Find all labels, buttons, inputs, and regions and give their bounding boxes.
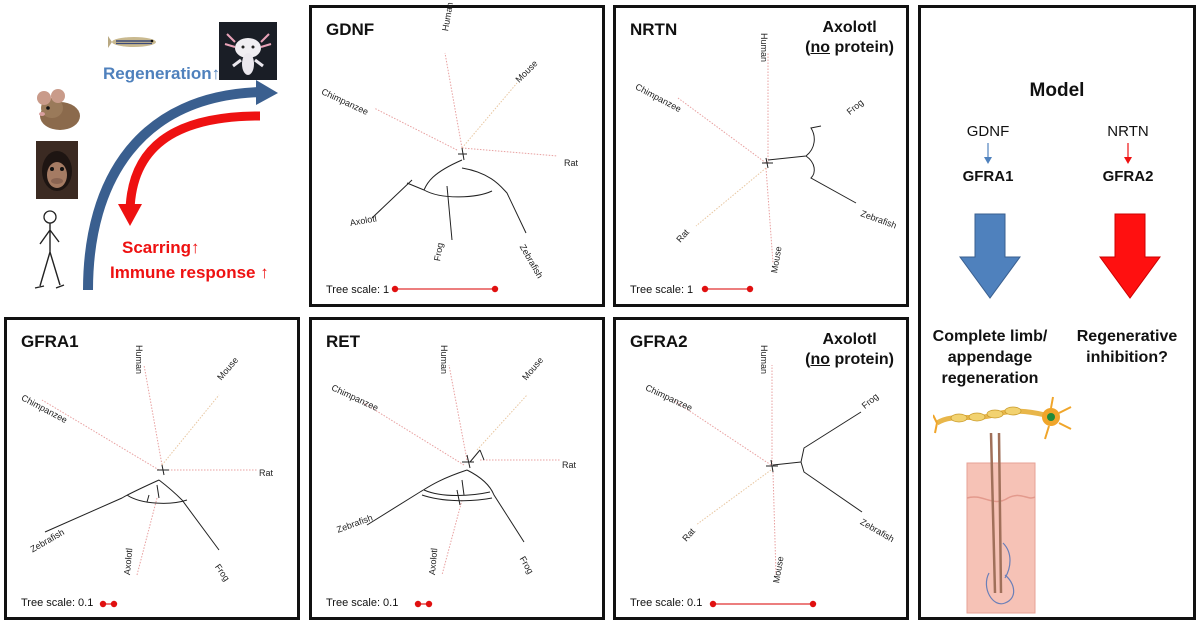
neuron-skin-illustration (933, 396, 1072, 614)
left-small-arrow (984, 143, 992, 164)
tree-scale-label: Tree scale: 1 (326, 284, 390, 296)
tree-scale-bar (414, 600, 433, 608)
right-outcome-line1: Regenerative (1076, 328, 1178, 345)
axolotl-no-protein-note: Axolotl (no protein) (805, 330, 894, 370)
species-label-human: Human (439, 345, 449, 375)
left-outcome-line1: Complete limb/ (932, 328, 1048, 345)
mouse-image (37, 89, 80, 130)
immune-response-label: Immune response ↑ (110, 263, 269, 282)
human-figure-image (34, 210, 65, 289)
nrtn-panel: NRTN Axolotl (no protein) Tree scale: 1 … (613, 5, 909, 307)
phylogenetic-tree (361, 364, 560, 576)
evolution-arrows (83, 80, 278, 291)
evolution-figure: Regeneration↑ Scarring↑ Immune response … (0, 0, 300, 300)
panel-title: NRTN (630, 20, 678, 39)
phylogenetic-tree (371, 52, 558, 241)
species-label-human: Human (134, 345, 144, 375)
right-receptor-label: GFRA2 (1102, 168, 1154, 185)
regeneration-label: Regeneration↑ (103, 64, 221, 83)
right-outcome-line2: inhibition? (1086, 349, 1168, 366)
panel-title: GFRA1 (21, 332, 79, 351)
species-label-rat: Rat (564, 158, 579, 168)
phylogenetic-tree (41, 364, 257, 576)
axolotl-note-rest: protein) (830, 39, 894, 56)
scarring-label: Scarring↑ (122, 238, 200, 257)
axolotl-note-line2: (no protein) (805, 351, 894, 368)
chimpanzee-image (36, 141, 78, 199)
model-panel: Model GDNF GFRA1 NRTN GFRA2 Complete lim… (918, 5, 1196, 620)
axolotl-no-protein-note: Axolotl (no protein) (805, 18, 894, 58)
left-outcome-line2: appendage (947, 349, 1033, 366)
axolotl-note-no: no (810, 39, 830, 56)
axolotl-note-line2: (no protein) (805, 39, 894, 56)
left-block-arrow (959, 213, 1021, 299)
panel-title: GFRA2 (630, 332, 688, 351)
panel-title: GDNF (326, 20, 375, 39)
tree-scale-label: Tree scale: 0.1 (630, 597, 703, 609)
species-label-rat: Rat (259, 468, 274, 478)
tree-scale-bar (391, 285, 499, 293)
left-ligand-label: GDNF (966, 123, 1010, 140)
phylogenetic-tree (672, 365, 863, 576)
tree-scale-bar (709, 600, 817, 608)
species-label-human: Human (759, 345, 769, 375)
zebrafish-image (108, 36, 156, 48)
axolotl-note-rest: protein) (830, 351, 894, 368)
axolotl-note-line1: Axolotl (822, 19, 877, 36)
phylogenetic-tree (677, 53, 857, 264)
tree-scale-bar (701, 285, 754, 293)
right-ligand-label: NRTN (1107, 123, 1149, 140)
right-outcome: Regenerative inhibition? (1057, 326, 1197, 368)
axolotl-note-no: no (810, 351, 830, 368)
species-label-human: Human (759, 33, 769, 63)
axolotl-image (219, 22, 277, 80)
left-receptor-label: GFRA1 (962, 168, 1014, 185)
tree-scale-label: Tree scale: 1 (630, 284, 694, 296)
species-label-rat: Rat (562, 460, 577, 470)
left-outcome-line3: regeneration (941, 370, 1039, 387)
panel-title: RET (326, 332, 360, 351)
tree-scale-bar (99, 600, 118, 608)
gfra2-panel: GFRA2 Axolotl (no protein) Tree scale: 0… (613, 317, 909, 620)
tree-scale-label: Tree scale: 0.1 (326, 597, 399, 609)
tree-scale-label: Tree scale: 0.1 (21, 597, 94, 609)
model-title: Model (1029, 80, 1085, 101)
right-small-arrow (1124, 143, 1132, 164)
right-block-arrow (1099, 213, 1161, 299)
axolotl-note-line1: Axolotl (822, 331, 877, 348)
left-outcome: Complete limb/ appendage regeneration (921, 326, 1059, 389)
